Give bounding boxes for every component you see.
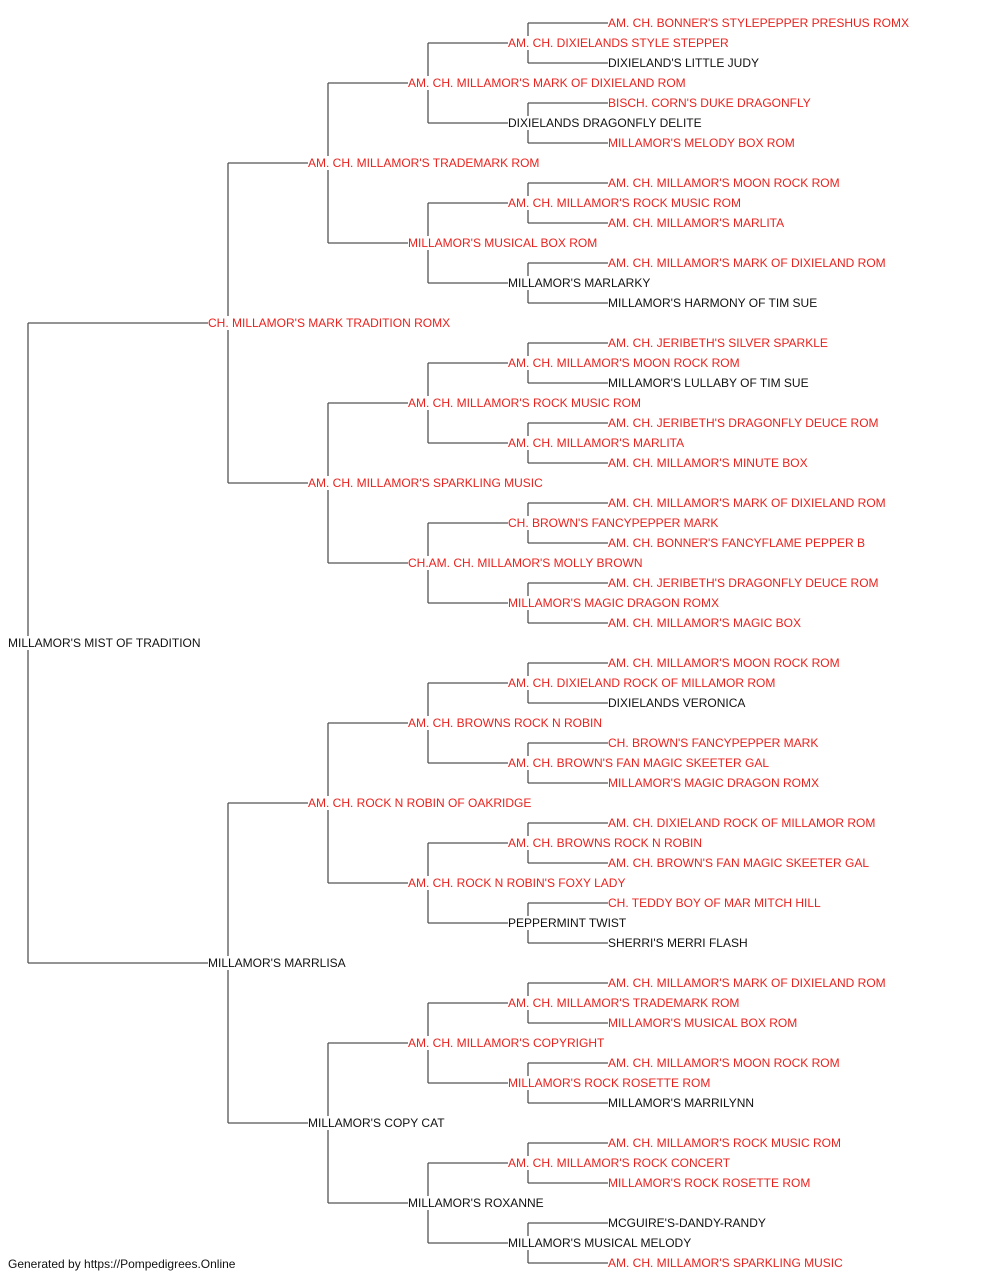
ancestor-name-gen5: MILLAMOR'S LULLABY OF TIM SUE <box>608 376 811 390</box>
ancestor-name-gen4: PEPPERMINT TWIST <box>508 916 629 930</box>
ancestor-name-gen4: AM. CH. BROWN'S FAN MAGIC SKEETER GAL <box>508 756 771 770</box>
ancestor-name-gen4: AM. CH. MILLAMOR'S ROCK CONCERT <box>508 1156 733 1170</box>
ancestor-name-gen3: AM. CH. MILLAMOR'S MARK OF DIXIELAND ROM <box>408 76 688 90</box>
ancestor-name-gen2: AM. CH. MILLAMOR'S SPARKLING MUSIC <box>308 476 545 490</box>
ancestor-name-gen4: MILLAMOR'S MAGIC DRAGON ROMX <box>508 596 721 610</box>
ancestor-name-gen5: MILLAMOR'S MELODY BOX ROM <box>608 136 797 150</box>
ancestor-name-gen1: MILLAMOR'S MARRLISA <box>208 956 348 970</box>
ancestor-name-gen5: MCGUIRE'S-DANDY-RANDY <box>608 1216 768 1230</box>
ancestor-name-gen4: CH. BROWN'S FANCYPEPPER MARK <box>508 516 721 530</box>
ancestor-name-gen4: AM. CH. DIXIELAND ROCK OF MILLAMOR ROM <box>508 676 778 690</box>
ancestor-name-gen4: MILLAMOR'S MUSICAL MELODY <box>508 1236 694 1250</box>
ancestor-name-gen4: AM. CH. BROWNS ROCK N ROBIN <box>508 836 705 850</box>
ancestor-name-gen5: AM. CH. MILLAMOR'S MOON ROCK ROM <box>608 1056 842 1070</box>
ancestor-name-gen2: AM. CH. MILLAMOR'S TRADEMARK ROM <box>308 156 542 170</box>
subject-dog-name: MILLAMOR'S MIST OF TRADITION <box>8 636 203 650</box>
ancestor-name-gen5: AM. CH. MILLAMOR'S MINUTE BOX <box>608 456 810 470</box>
ancestor-name-gen5: AM. CH. JERIBETH'S DRAGONFLY DEUCE ROM <box>608 576 881 590</box>
generated-by-footer: Generated by https://Pompedigrees.Online <box>8 1257 236 1271</box>
ancestor-name-gen5: AM. CH. MILLAMOR'S ROCK MUSIC ROM <box>608 1136 843 1150</box>
ancestor-name-gen5: AM. CH. MILLAMOR'S MARK OF DIXIELAND ROM <box>608 976 888 990</box>
ancestor-name-gen5: AM. CH. BONNER'S STYLEPEPPER PRESHUS ROM… <box>608 16 912 30</box>
ancestor-name-gen3: AM. CH. ROCK N ROBIN'S FOXY LADY <box>408 876 628 890</box>
ancestor-name-gen5: AM. CH. MILLAMOR'S MOON ROCK ROM <box>608 656 842 670</box>
ancestor-name-gen5: DIXIELAND'S LITTLE JUDY <box>608 56 761 70</box>
ancestor-name-gen4: AM. CH. MILLAMOR'S MARLITA <box>508 436 687 450</box>
ancestor-name-gen1: CH. MILLAMOR'S MARK TRADITION ROMX <box>208 316 453 330</box>
ancestor-name-gen5: AM. CH. MILLAMOR'S SPARKLING MUSIC <box>608 1256 845 1270</box>
ancestor-name-gen5: BISCH. CORN'S DUKE DRAGONFLY <box>608 96 813 110</box>
ancestor-name-gen5: AM. CH. JERIBETH'S DRAGONFLY DEUCE ROM <box>608 416 881 430</box>
ancestor-name-gen3: MILLAMOR'S MUSICAL BOX ROM <box>408 236 600 250</box>
ancestor-name-gen3: MILLAMOR'S ROXANNE <box>408 1196 546 1210</box>
ancestor-name-gen5: AM. CH. MILLAMOR'S MOON ROCK ROM <box>608 176 842 190</box>
ancestor-name-gen5: AM. CH. JERIBETH'S SILVER SPARKLE <box>608 336 830 350</box>
ancestor-name-gen3: AM. CH. BROWNS ROCK N ROBIN <box>408 716 605 730</box>
ancestor-name-gen3: AM. CH. MILLAMOR'S ROCK MUSIC ROM <box>408 396 643 410</box>
ancestor-name-gen5: MILLAMOR'S ROCK ROSETTE ROM <box>608 1176 813 1190</box>
ancestor-name-gen3: CH.AM. CH. MILLAMOR'S MOLLY BROWN <box>408 556 645 570</box>
ancestor-name-gen4: DIXIELANDS DRAGONFLY DELITE <box>508 116 704 130</box>
ancestor-name-gen5: MILLAMOR'S MAGIC DRAGON ROMX <box>608 776 821 790</box>
ancestor-name-gen5: CH. BROWN'S FANCYPEPPER MARK <box>608 736 821 750</box>
ancestor-name-gen4: AM. CH. MILLAMOR'S TRADEMARK ROM <box>508 996 742 1010</box>
ancestor-name-gen4: AM. CH. MILLAMOR'S MOON ROCK ROM <box>508 356 742 370</box>
ancestor-name-gen4: AM. CH. DIXIELANDS STYLE STEPPER <box>508 36 731 50</box>
ancestor-name-gen5: DIXIELANDS VERONICA <box>608 696 748 710</box>
ancestor-name-gen5: SHERRI'S MERRI FLASH <box>608 936 750 950</box>
ancestor-name-gen5: AM. CH. DIXIELAND ROCK OF MILLAMOR ROM <box>608 816 878 830</box>
ancestor-name-gen5: AM. CH. BROWN'S FAN MAGIC SKEETER GAL <box>608 856 871 870</box>
ancestor-name-gen3: AM. CH. MILLAMOR'S COPYRIGHT <box>408 1036 607 1050</box>
ancestor-name-gen5: AM. CH. BONNER'S FANCYFLAME PEPPER B <box>608 536 868 550</box>
ancestor-name-gen5: MILLAMOR'S MUSICAL BOX ROM <box>608 1016 800 1030</box>
ancestor-name-gen5: MILLAMOR'S MARRILYNN <box>608 1096 757 1110</box>
ancestor-name-gen5: AM. CH. MILLAMOR'S MARLITA <box>608 216 787 230</box>
ancestor-name-gen5: AM. CH. MILLAMOR'S MARK OF DIXIELAND ROM <box>608 256 888 270</box>
ancestor-name-gen5: AM. CH. MILLAMOR'S MAGIC BOX <box>608 616 803 630</box>
ancestor-name-gen5: MILLAMOR'S HARMONY OF TIM SUE <box>608 296 820 310</box>
ancestor-name-gen4: MILLAMOR'S ROCK ROSETTE ROM <box>508 1076 713 1090</box>
ancestor-name-gen2: AM. CH. ROCK N ROBIN OF OAKRIDGE <box>308 796 534 810</box>
ancestor-name-gen4: MILLAMOR'S MARLARKY <box>508 276 653 290</box>
ancestor-name-gen5: CH. TEDDY BOY OF MAR MITCH HILL <box>608 896 823 910</box>
ancestor-name-gen2: MILLAMOR'S COPY CAT <box>308 1116 447 1130</box>
ancestor-name-gen5: AM. CH. MILLAMOR'S MARK OF DIXIELAND ROM <box>608 496 888 510</box>
ancestor-name-gen4: AM. CH. MILLAMOR'S ROCK MUSIC ROM <box>508 196 743 210</box>
